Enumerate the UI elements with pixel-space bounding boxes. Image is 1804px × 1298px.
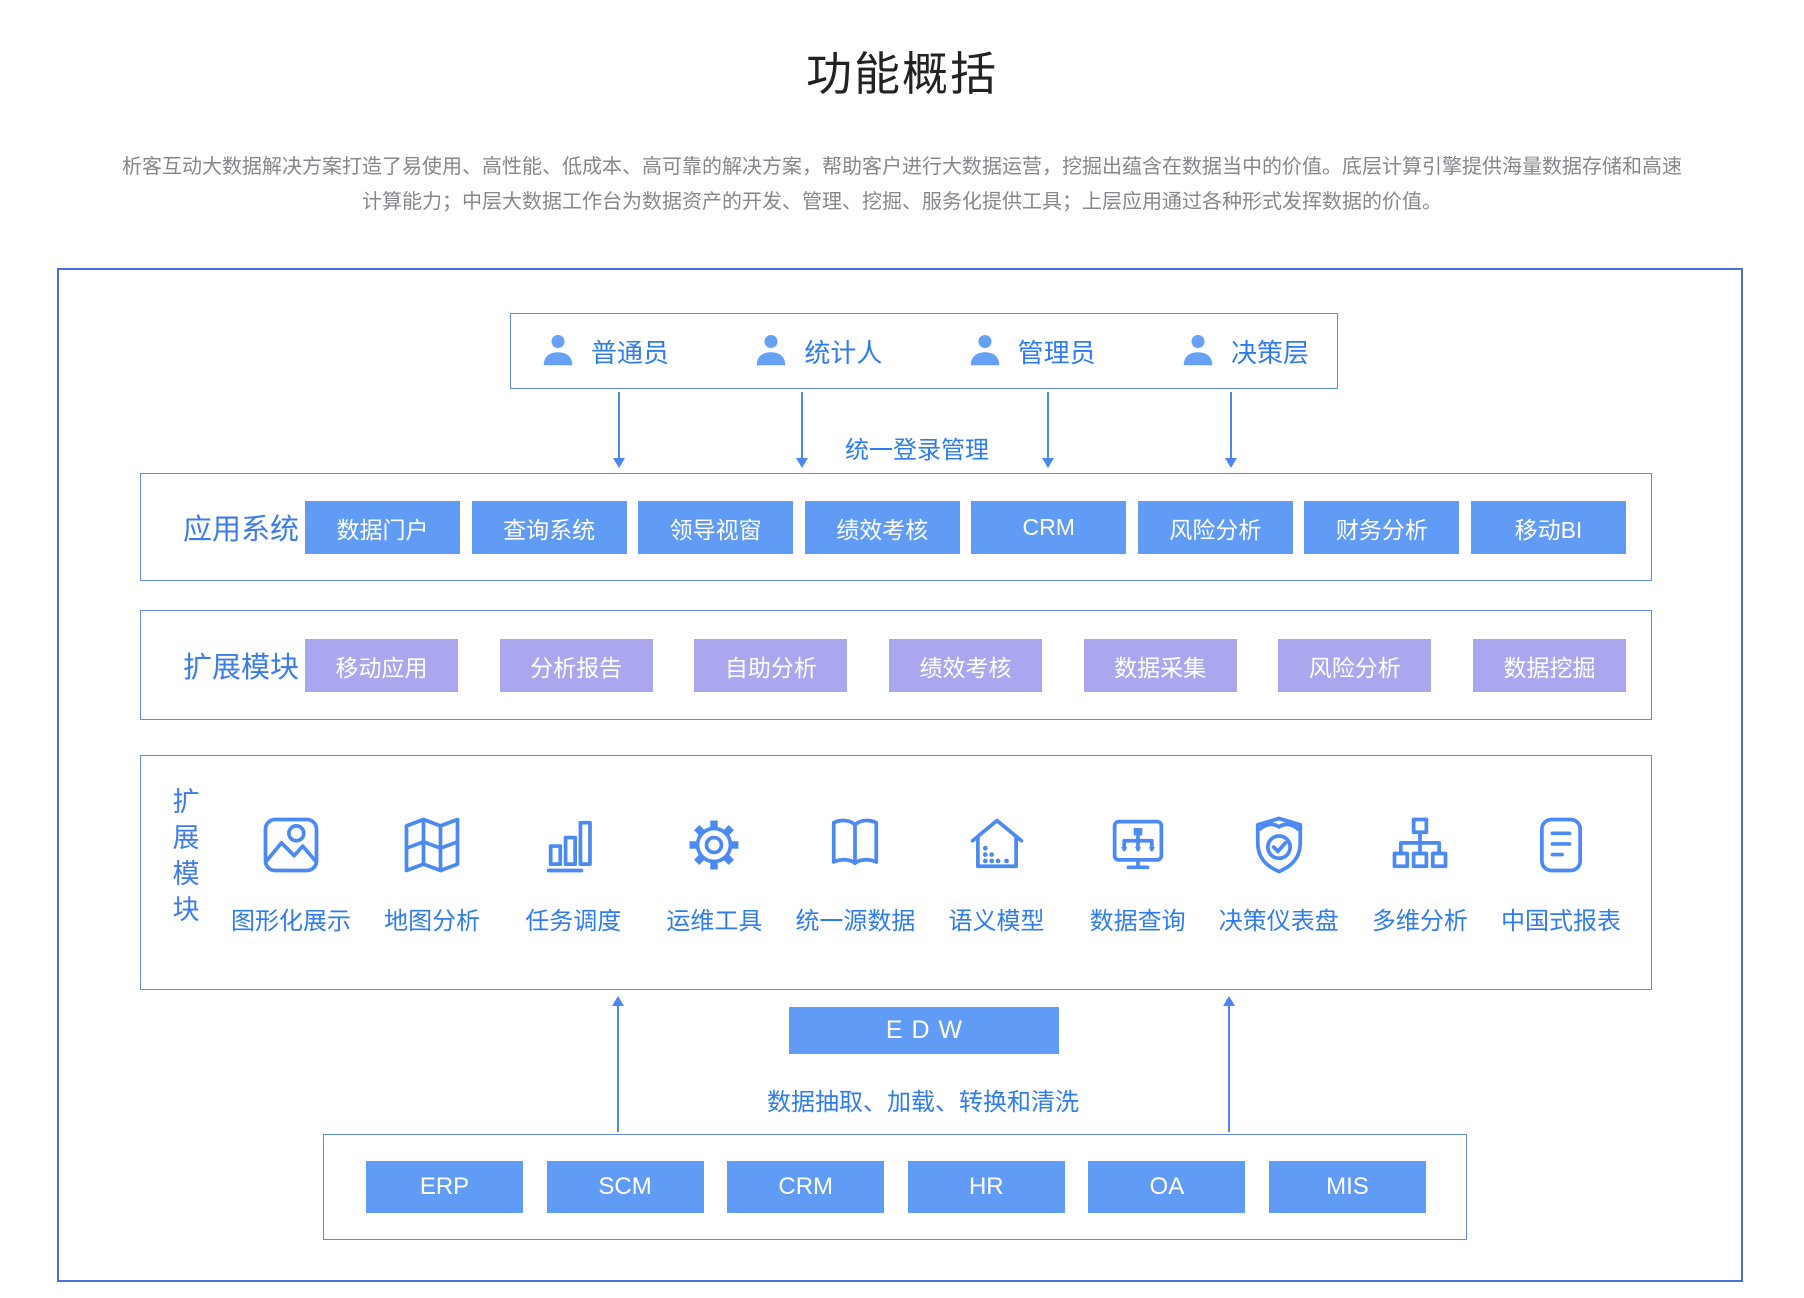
etl-process-label: 数据抽取、加载、转换和清洗 (767, 1089, 1079, 1116)
page-description: 析客互动大数据解决方案打造了易使用、高性能、低成本、高可靠的解决方案，帮助客户进… (10, 150, 1794, 220)
application-systems-box: 应用系统 数据门户 查询系统 领导视窗 绩效考核 CRM 风险分析 财务分析 移… (140, 473, 1652, 581)
feature-graphical-display: 图形化展示 (221, 811, 361, 936)
page-title: 功能概括 (806, 48, 998, 100)
description-line-1: 析客互动大数据解决方案打造了易使用、高性能、低成本、高可靠的解决方案，帮助客户进… (122, 156, 1682, 178)
feature-label: 图形化展示 (231, 908, 351, 935)
description-line-2: 计算能力；中层大数据工作台为数据资产的开发、管理、挖掘、服务化提供工具；上层应用… (362, 191, 1442, 213)
user-role-statistician: 统计人 (752, 332, 882, 370)
app-chip: 财务分析 (1304, 501, 1460, 554)
down-arrow (1042, 392, 1054, 468)
source-chip: CRM (727, 1161, 885, 1213)
user-roles-box: 普通员 统计人 管理员 决策层 (510, 313, 1338, 389)
ext-chip: 绩效考核 (888, 639, 1042, 692)
user-role-ordinary: 普通员 (539, 332, 669, 370)
extension-modules-box: 扩展模块 移动应用 分析报告 自助分析 绩效考核 数据采集 风险分析 数据挖掘 (140, 610, 1652, 720)
image-icon (263, 817, 319, 873)
feature-data-query: 数据查询 (1068, 811, 1208, 936)
user-role-label: 决策层 (1230, 337, 1309, 368)
user-role-admin: 管理员 (966, 332, 1096, 370)
feature-box-vertical-label: 扩 展 模 块 (172, 787, 200, 925)
house-icon (970, 818, 1023, 869)
feature-label: 多维分析 (1371, 908, 1468, 935)
feature-label: 中国式报表 (1500, 908, 1621, 935)
feature-map-analysis: 地图分析 (362, 811, 502, 936)
user-role-label: 管理员 (1017, 337, 1096, 368)
hierarchy-icon (1392, 817, 1448, 869)
feature-label: 语义模型 (948, 908, 1045, 935)
application-systems-label: 应用系统 (182, 514, 299, 546)
edw-block: EDW (789, 1007, 1059, 1054)
ext-chip: 数据挖掘 (1472, 639, 1626, 692)
bar-chart-icon (546, 820, 593, 873)
source-chip: OA (1088, 1161, 1246, 1213)
feature-label: 地图分析 (384, 908, 481, 935)
app-chip: 移动BI (1470, 501, 1626, 554)
map-icon (404, 817, 460, 873)
up-arrow (612, 996, 624, 1132)
down-arrow (1225, 392, 1237, 468)
feature-icons-box: 扩 展 模 块 图形化展示 地图分析 (140, 755, 1652, 990)
app-chip: CRM (971, 501, 1127, 554)
ext-chip: 自助分析 (694, 639, 848, 692)
application-systems-chips: 数据门户 查询系统 领导视窗 绩效考核 CRM 风险分析 财务分析 移动BI (305, 501, 1626, 554)
unified-login-label: 统一登录管理 (845, 437, 989, 464)
feature-label: 决策仪表盘 (1218, 908, 1339, 935)
ext-chip: 数据采集 (1083, 639, 1237, 692)
source-chip: MIS (1268, 1161, 1426, 1213)
source-systems-chips: ERP SCM CRM HR OA MIS (366, 1161, 1426, 1213)
book-icon (832, 818, 879, 865)
feature-multidimensional-analysis: 多维分析 (1350, 811, 1490, 936)
feature-semantic-model: 语义模型 (927, 811, 1067, 936)
gear-icon (689, 820, 739, 870)
app-chip: 领导视窗 (638, 501, 794, 554)
feature-label: 统一源数据 (795, 908, 916, 935)
report-icon (1540, 817, 1582, 873)
extension-modules-chips: 移动应用 分析报告 自助分析 绩效考核 数据采集 风险分析 数据挖掘 (305, 639, 1626, 692)
user-role-label: 统计人 (804, 337, 883, 368)
ext-chip: 风险分析 (1278, 639, 1432, 692)
extension-modules-label: 扩展模块 (182, 652, 299, 684)
ext-chip: 分析报告 (499, 639, 653, 692)
source-systems-box: ERP SCM CRM HR OA MIS (323, 1134, 1467, 1240)
feature-label: 运维工具 (666, 908, 763, 935)
feature-label: 数据查询 (1089, 908, 1186, 935)
feature-task-scheduling: 任务调度 (503, 811, 643, 936)
app-chip: 数据门户 (305, 501, 460, 554)
user-icon (757, 334, 786, 366)
down-arrow (796, 392, 808, 468)
app-chip: 绩效考核 (804, 501, 960, 554)
user-role-label: 普通员 (591, 337, 670, 368)
app-chip: 查询系统 (471, 501, 627, 554)
app-chip: 风险分析 (1137, 501, 1293, 554)
shield-check-icon (1255, 816, 1302, 874)
user-role-decision: 决策层 (1179, 332, 1309, 370)
monitor-flow-icon (1112, 819, 1163, 870)
feature-decision-dashboard: 决策仪表盘 (1209, 811, 1349, 936)
user-icon (1183, 334, 1213, 366)
ext-chip: 移动应用 (305, 639, 458, 692)
source-chip: ERP (366, 1161, 523, 1213)
feature-chinese-style-report: 中国式报表 (1491, 811, 1631, 936)
up-arrow (1223, 996, 1235, 1132)
feature-ops-tools: 运维工具 (644, 811, 784, 936)
down-arrow (613, 392, 625, 468)
source-chip: HR (907, 1161, 1065, 1213)
source-chip: SCM (546, 1161, 704, 1213)
feature-icon-list: 图形化展示 地图分析 任务调度 (221, 811, 1631, 936)
feature-label: 任务调度 (525, 908, 622, 935)
user-icon (970, 334, 999, 366)
user-icon (543, 334, 573, 366)
feature-unified-source-data: 统一源数据 (785, 811, 925, 936)
